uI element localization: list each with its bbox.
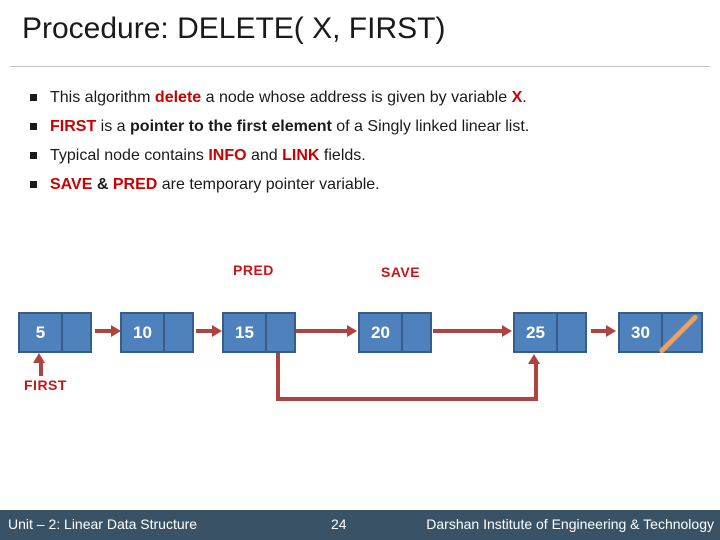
list-node: 15 <box>222 312 296 353</box>
bullet-square-icon <box>30 123 37 130</box>
bullet-item: FIRST is a pointer to the first element … <box>30 112 700 141</box>
node-link-field <box>401 314 430 351</box>
node-info-field: 25 <box>515 314 556 351</box>
bullet-list: This algorithm delete a node whose addre… <box>30 83 700 199</box>
link-arrow-head-icon <box>212 325 222 337</box>
first-pointer-arrow-head-icon <box>33 353 45 363</box>
title-divider <box>10 66 710 67</box>
link-arrow-line <box>296 329 349 333</box>
bullet-item: SAVE & PRED are temporary pointer variab… <box>30 170 700 199</box>
node-info-field: 5 <box>20 314 61 351</box>
footer-bar: Unit – 2: Linear Data Structure 24 Darsh… <box>0 510 720 540</box>
list-node: 25 <box>513 312 587 353</box>
bypass-arrow-head-icon <box>528 354 540 364</box>
save-pointer-label: SAVE <box>381 264 421 280</box>
bullet-item: This algorithm delete a node whose addre… <box>30 83 700 112</box>
node-link-field <box>163 314 192 351</box>
bypass-arrow-segment <box>276 397 538 401</box>
link-arrow-head-icon <box>347 325 357 337</box>
node-info-field: 10 <box>122 314 163 351</box>
node-info-field: 15 <box>224 314 265 351</box>
node-link-field <box>265 314 294 351</box>
footer-unit-text: Unit – 2: Linear Data Structure <box>8 516 198 532</box>
pred-pointer-label: PRED <box>233 262 274 278</box>
link-arrow-line <box>196 329 214 333</box>
link-arrow-line <box>433 329 504 333</box>
bullet-text: Typical node contains INFO and LINK fiel… <box>50 147 366 164</box>
bullet-square-icon <box>30 152 37 159</box>
node-value: 25 <box>526 322 545 342</box>
first-pointer-arrow <box>39 362 43 376</box>
footer-page-number: 24 <box>331 516 347 532</box>
link-arrow-line <box>591 329 609 333</box>
node-info-field: 30 <box>620 314 661 351</box>
node-value: 15 <box>235 322 254 342</box>
node-link-field <box>61 314 90 351</box>
bullet-text: SAVE & PRED are temporary pointer variab… <box>50 176 380 193</box>
list-node: 20 <box>358 312 432 353</box>
node-info-field: 20 <box>360 314 401 351</box>
bullet-square-icon <box>30 94 37 101</box>
node-link-field <box>658 313 701 355</box>
footer-institute-text: Darshan Institute of Engineering & Techn… <box>426 516 714 532</box>
bypass-arrow-segment <box>534 363 538 401</box>
page-title: Procedure: DELETE( X, FIRST) <box>22 12 446 45</box>
node-value: 10 <box>133 322 152 342</box>
link-arrow-head-icon <box>502 325 512 337</box>
bypass-arrow-segment <box>276 353 280 401</box>
node-link-field <box>556 314 585 351</box>
bullet-text: FIRST is a pointer to the first element … <box>50 118 530 135</box>
bullet-square-icon <box>30 181 37 188</box>
list-node: 10 <box>120 312 194 353</box>
null-pointer-slash-icon <box>658 313 699 355</box>
list-node: 5 <box>18 312 92 353</box>
node-value: 5 <box>35 322 46 342</box>
list-node: 30 <box>618 312 703 355</box>
node-value: 30 <box>631 322 650 342</box>
link-arrow-head-icon <box>111 325 121 337</box>
first-pointer-label: FIRST <box>24 377 67 393</box>
link-arrow-head-icon <box>606 325 616 337</box>
linked-list-diagram: PRED SAVE 5 10 15 20 25 30 <box>0 250 720 470</box>
link-arrow-line <box>95 329 113 333</box>
bullet-text: This algorithm delete a node whose addre… <box>50 89 527 106</box>
node-value: 20 <box>371 322 390 342</box>
bullet-item: Typical node contains INFO and LINK fiel… <box>30 141 700 170</box>
